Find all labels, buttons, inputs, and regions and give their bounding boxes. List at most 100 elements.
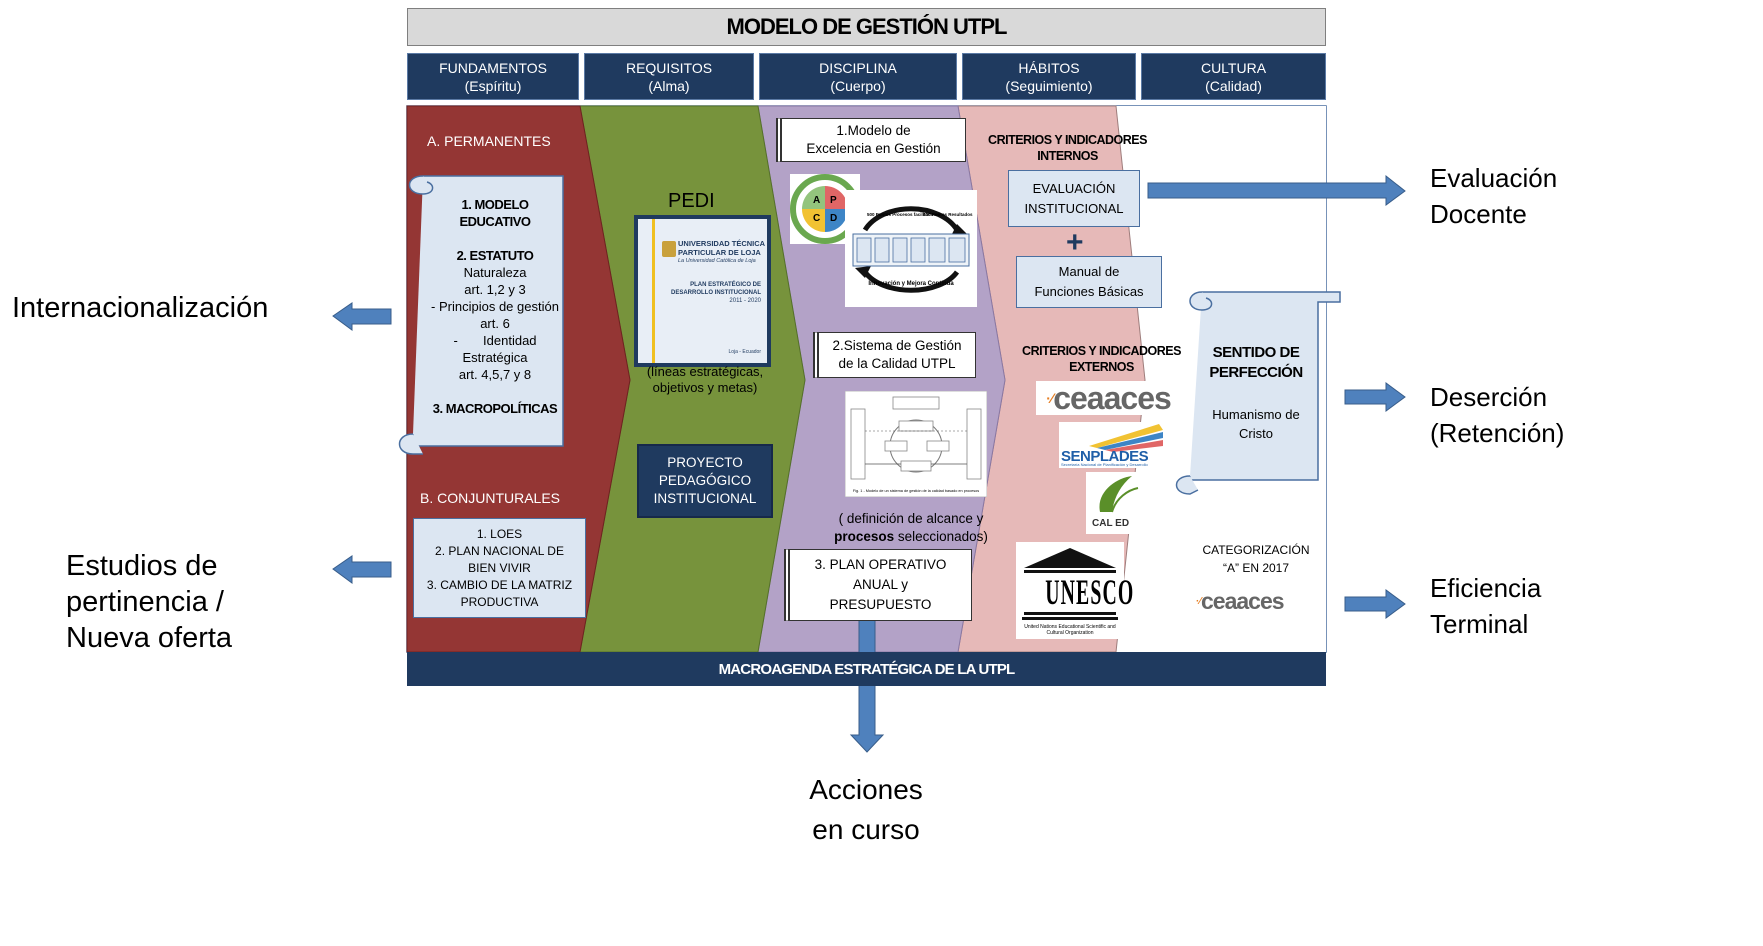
arrow-right-desercion bbox=[1344, 382, 1406, 412]
proyecto-pedagogico-box: PROYECTO PEDAGÓGICO INSTITUCIONAL bbox=[637, 444, 773, 518]
box2-line: 2.Sistema de Gestión bbox=[832, 338, 962, 353]
arrow-left-internacionalizacion bbox=[332, 302, 392, 331]
criterios-line: EXTERNOS bbox=[1069, 360, 1134, 374]
outcome-eficiencia: Eficiencia Terminal bbox=[1430, 570, 1541, 642]
column-header-requisitos: REQUISITOS (Alma) bbox=[584, 53, 754, 100]
cover-line: La Universidad Católica de Loja bbox=[678, 258, 756, 264]
pedi-caption: (líneas estratégicas, objetivos y metas) bbox=[640, 364, 770, 396]
cultura-sub-line: Humanismo de bbox=[1212, 407, 1300, 422]
caption-rest: seleccionados) bbox=[894, 529, 988, 544]
arrow-left-estudios bbox=[332, 555, 392, 584]
scroll-line: art. 6 bbox=[480, 316, 510, 331]
outcome-estudios: Estudios de pertinencia / Nueva oferta bbox=[66, 548, 232, 656]
cover-line: DESARROLLO INSTITUCIONAL bbox=[671, 290, 761, 296]
scroll-line: - Identidad bbox=[453, 333, 537, 348]
scroll-shape bbox=[398, 175, 564, 455]
box3-line: PRESUPUESTO bbox=[829, 597, 932, 612]
macroagenda-bar: MACROAGENDA ESTRATÉGICA DE LA UTPL bbox=[407, 652, 1326, 686]
coyunturales-label: B. CONJUNTURALES bbox=[420, 490, 561, 506]
quality-process-diagram: Fig. 1 - Modelo de un sistema de gestión… bbox=[845, 391, 987, 497]
box3-line: 3. PLAN OPERATIVO bbox=[814, 557, 947, 572]
excellence-model-diagram: 500 Puntos Procesos facilitadores 500 Pu… bbox=[845, 190, 977, 307]
evaluacion-line: INSTITUCIONAL bbox=[1024, 200, 1124, 216]
coyuntural-line: PRODUCTIVA bbox=[460, 594, 539, 609]
column-header-cultura: CULTURA (Calidad) bbox=[1141, 53, 1326, 100]
scroll-line: EDUCATIVO bbox=[459, 214, 531, 229]
outcome-line: Nueva oferta bbox=[66, 622, 233, 654]
outcome-internacionalizacion: Internacionalización bbox=[12, 292, 269, 324]
outcome-line: Eficiencia bbox=[1430, 573, 1542, 603]
cultura-line: SENTIDO DE bbox=[1212, 344, 1300, 361]
plus-icon: + bbox=[1066, 226, 1084, 259]
diagram-label: Innovación y Mejora Continua bbox=[868, 281, 954, 287]
cover-line: PLAN ESTRATÉGICO DE bbox=[690, 282, 761, 288]
manual-line: Manual de bbox=[1058, 264, 1120, 279]
arrow-right-eficiencia bbox=[1344, 589, 1406, 619]
caption-line: (líneas estratégicas, bbox=[646, 364, 764, 379]
proyecto-line: PROYECTO bbox=[667, 455, 743, 470]
pdca-letter: P bbox=[830, 195, 837, 206]
coyuntural-line: 1. LOES bbox=[476, 526, 523, 541]
outcome-line: en curso bbox=[812, 814, 920, 845]
outcome-desercion: Deserción (Retención) bbox=[1430, 379, 1564, 451]
senplades-sub: Secretaría Nacional de Planificación y D… bbox=[1061, 462, 1148, 467]
senplades-logo: SENPLADES Secretaría Nacional de Planifi… bbox=[1059, 422, 1165, 468]
column-sub: (Alma) bbox=[648, 77, 690, 94]
permanentes-label: A. PERMANENTES bbox=[427, 133, 551, 149]
caled-leaf-icon bbox=[1099, 476, 1139, 513]
cultura-scroll-shape bbox=[1175, 291, 1341, 495]
diagram-label: 500 Puntos Procesos facilitadores bbox=[867, 212, 941, 217]
caption-line: ( definición de alcance y bbox=[838, 511, 984, 526]
box1-line: Excelencia en Gestión bbox=[806, 141, 941, 156]
column-header-disciplina: DISCIPLINA (Cuerpo) bbox=[759, 53, 957, 100]
criterios-externos-label: CRITERIOS Y INDICADORES EXTERNOS bbox=[1014, 343, 1189, 375]
senplades-stripes-icon bbox=[1089, 424, 1163, 452]
outcome-evaluacion-docente: Evaluación Docente bbox=[1430, 160, 1557, 232]
pdca-letter: D bbox=[830, 213, 837, 224]
unesco-sub: United Nations Educational Scientific an… bbox=[1024, 624, 1116, 636]
ceaaces-dots-icon: ·⁄ bbox=[1196, 596, 1201, 607]
scroll-line: art. 4,5,7 y 8 bbox=[458, 367, 532, 382]
column-sub: (Calidad) bbox=[1205, 77, 1262, 94]
diagram-caption: Fig. 1 - Modelo de un sistema de gestión… bbox=[853, 489, 979, 493]
column-sub: (Cuerpo) bbox=[830, 77, 886, 94]
box3-line: ANUAL y bbox=[852, 577, 908, 592]
scroll-line: 1. MODELO bbox=[461, 197, 529, 212]
senplades-text: SENPLADES bbox=[1061, 448, 1149, 465]
criterios-internos-label: CRITERIOS Y INDICADORES INTERNOS bbox=[980, 132, 1155, 164]
cat-line: “A” EN 2017 bbox=[1222, 561, 1290, 575]
sentido-perfeccion-text: SENTIDO DE PERFECCIÓN bbox=[1198, 343, 1314, 383]
caled-text: CAL ED bbox=[1092, 518, 1130, 529]
sistema-gestion-box: 2.Sistema de Gestión de la Calidad UTPL bbox=[813, 332, 976, 378]
ceaaces-dots-icon: ·⁄ bbox=[1046, 390, 1054, 406]
column-name: FUNDAMENTOS bbox=[439, 59, 547, 76]
modelo-excelencia-box: 1.Modelo de Excelencia en Gestión bbox=[776, 118, 966, 162]
pdca-letter: A bbox=[813, 195, 820, 206]
evaluacion-institucional-box: EVALUACIÓN INSTITUCIONAL bbox=[1008, 170, 1140, 227]
cover-line: UNIVERSIDAD TÉCNICA bbox=[678, 239, 766, 248]
logo-text: ceaaces bbox=[1201, 588, 1285, 614]
crest-icon bbox=[662, 241, 676, 257]
column-header-habitos: HÁBITOS (Seguimiento) bbox=[962, 53, 1136, 100]
ceaaces-logo-small: ·⁄ ceaaces bbox=[1196, 588, 1285, 615]
page-title: MODELO DE GESTIÓN UTPL bbox=[407, 8, 1326, 46]
outcome-line: pertinencia / bbox=[66, 586, 224, 618]
coyuntural-line: 2. PLAN NACIONAL DE bbox=[435, 543, 564, 558]
cultura-line: PERFECCIÓN bbox=[1209, 364, 1303, 381]
scroll-line: art. 1,2 y 3 bbox=[464, 282, 526, 297]
column-name: DISCIPLINA bbox=[819, 59, 897, 76]
outcome-line: Deserción bbox=[1430, 382, 1548, 412]
pdca-letter: C bbox=[813, 213, 820, 224]
logo-text: ceaaces bbox=[1053, 379, 1172, 416]
proyecto-line: PEDAGÓGICO bbox=[658, 473, 752, 488]
column-name: HÁBITOS bbox=[1018, 59, 1080, 76]
outcome-line: (Retención) bbox=[1430, 418, 1565, 448]
column-name: CULTURA bbox=[1200, 59, 1267, 76]
disciplina-caption: ( definición de alcance y procesos selec… bbox=[826, 510, 996, 546]
scroll-line: 3. MACROPOLÍTICAS bbox=[432, 401, 558, 416]
coyuntural-line: 3. CAMBIO DE LA MATRIZ bbox=[426, 577, 573, 592]
criterios-line: CRITERIOS Y INDICADORES bbox=[1022, 344, 1181, 358]
caption-line: objetivos y metas) bbox=[652, 380, 758, 395]
unesco-text: UNESCO bbox=[1045, 572, 1135, 612]
fundamentos-scroll-text: 1. MODELO EDUCATIVO 2. ESTATUTO Naturale… bbox=[425, 196, 565, 417]
